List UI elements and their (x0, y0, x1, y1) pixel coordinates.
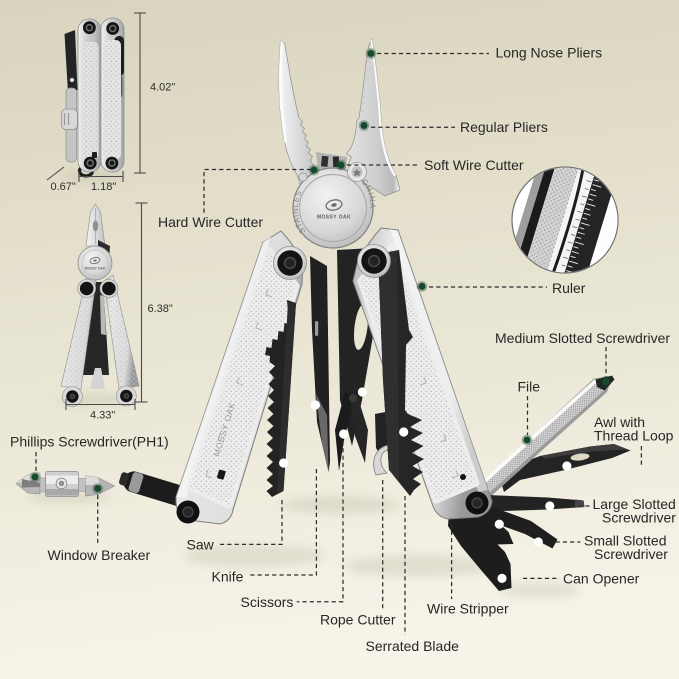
svg-text:Small Slotted: Small Slotted (584, 533, 666, 549)
svg-text:Window Breaker: Window Breaker (48, 547, 151, 563)
svg-text:Phillips Screwdriver(PH1): Phillips Screwdriver(PH1) (10, 434, 169, 450)
svg-text:Ruler: Ruler (552, 280, 586, 296)
svg-text:Rope Cutter: Rope Cutter (320, 612, 396, 628)
svg-text:Screwdriver: Screwdriver (594, 546, 668, 562)
svg-text:Can Opener: Can Opener (563, 571, 640, 587)
svg-text:6.38": 6.38" (148, 303, 173, 315)
svg-text:Saw: Saw (187, 537, 215, 553)
svg-text:MOSSY OAK: MOSSY OAK (85, 267, 106, 271)
svg-text:Hard Wire Cutter: Hard Wire Cutter (158, 214, 263, 230)
svg-text:Awl with: Awl with (594, 414, 645, 430)
svg-text:Thread Loop: Thread Loop (594, 428, 674, 444)
svg-text:File: File (518, 379, 541, 395)
svg-text:4.33": 4.33" (90, 410, 115, 422)
svg-text:MOSSY OAK: MOSSY OAK (317, 215, 351, 221)
svg-text:Regular Pliers: Regular Pliers (460, 119, 548, 135)
svg-text:4.02": 4.02" (150, 82, 175, 94)
svg-text:Serrated Blade: Serrated Blade (366, 638, 460, 654)
svg-text:Medium Slotted Screwdriver: Medium Slotted Screwdriver (495, 330, 670, 346)
svg-text:Screwdriver: Screwdriver (602, 510, 676, 526)
svg-text:Wire Stripper: Wire Stripper (427, 601, 509, 617)
svg-text:0.67": 0.67" (51, 181, 76, 193)
svg-text:Soft Wire Cutter: Soft Wire Cutter (424, 157, 524, 173)
svg-text:Long Nose Pliers: Long Nose Pliers (496, 45, 603, 61)
svg-text:Large Slotted: Large Slotted (593, 496, 676, 512)
svg-text:Scissors: Scissors (241, 594, 294, 610)
svg-text:1.18": 1.18" (91, 181, 116, 193)
svg-text:Knife: Knife (212, 569, 244, 585)
